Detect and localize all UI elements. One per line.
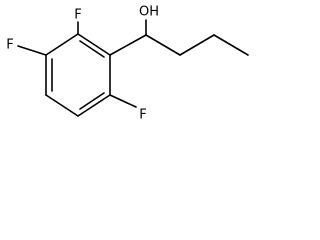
ring-bond-c3-c4 xyxy=(77,94,111,117)
ring-bond-c1-c2 xyxy=(77,33,111,56)
chemical-structure-diagram: OH F F F xyxy=(6,5,249,123)
bond-chain-c1-c2 xyxy=(145,34,181,56)
fluorine-left-label: F xyxy=(6,38,13,53)
bond-ring-to-carbinol xyxy=(109,34,147,56)
bond-ring-to-fluorine-left xyxy=(17,45,47,56)
fluorine-bottom-label: F xyxy=(139,108,146,123)
ring-bond-c4-c5 xyxy=(45,94,79,117)
ring-double-bond-c3-c4 xyxy=(79,92,105,110)
substituent-bonds xyxy=(17,21,147,108)
hydroxyl-label: OH xyxy=(139,5,159,20)
ring-double-bond-c1-c2 xyxy=(79,40,105,58)
bond-ring-to-fluorine-bottom xyxy=(109,94,137,108)
ring-bond-c6-c1 xyxy=(45,33,79,56)
fluorine-top-label: F xyxy=(74,8,81,23)
benzene-ring xyxy=(45,33,111,117)
butanol-chain xyxy=(145,19,249,56)
bond-chain-c3-c4 xyxy=(213,34,249,56)
bond-chain-c2-c3 xyxy=(179,34,215,56)
